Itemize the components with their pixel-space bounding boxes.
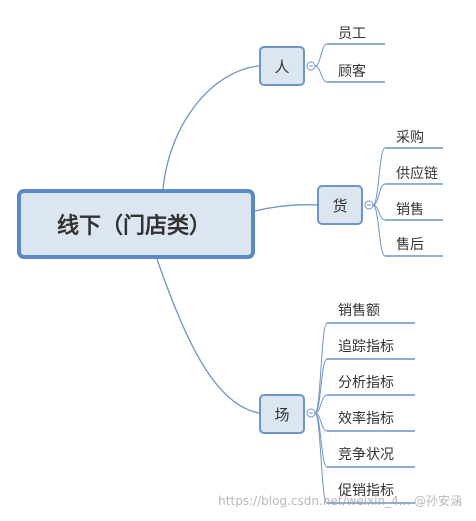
branch-people-1 bbox=[314, 65, 328, 83]
root-node[interactable]: 线下（门店类） bbox=[17, 189, 255, 259]
leaf-place-sales-amount[interactable]: 销售额 bbox=[338, 303, 380, 319]
branch-people-0 bbox=[314, 43, 328, 67]
leaf-people-employee[interactable]: 员工 bbox=[338, 26, 366, 42]
leaf-place-tracking-metrics[interactable]: 追踪指标 bbox=[338, 339, 394, 355]
leaf-place-efficiency-metrics[interactable]: 效率指标 bbox=[338, 411, 394, 427]
connector-root-people bbox=[162, 65, 260, 190]
leaf-place-competition[interactable]: 竞争状况 bbox=[338, 447, 394, 463]
node-people-label: 人 bbox=[274, 57, 290, 76]
node-place-label: 场 bbox=[274, 405, 290, 424]
leaf-goods-supply-chain[interactable]: 供应链 bbox=[396, 166, 438, 182]
branch-goods-1 bbox=[372, 183, 386, 206]
leaf-goods-purchase[interactable]: 采购 bbox=[396, 130, 424, 146]
branch-place-0 bbox=[314, 322, 328, 414]
branch-place-1 bbox=[314, 358, 328, 414]
node-place[interactable]: 场 bbox=[259, 394, 305, 434]
leaf-people-customer[interactable]: 顾客 bbox=[338, 64, 366, 80]
connector-root-goods bbox=[254, 204, 318, 212]
node-goods-label: 货 bbox=[332, 196, 348, 215]
branch-place-2 bbox=[314, 394, 328, 414]
root-label: 线下（门店类） bbox=[57, 214, 212, 239]
node-goods[interactable]: 货 bbox=[317, 185, 363, 225]
branch-goods-3 bbox=[372, 204, 386, 257]
branch-goods-0 bbox=[372, 147, 386, 206]
leaf-goods-sales[interactable]: 销售 bbox=[396, 202, 424, 218]
connector-root-place bbox=[156, 258, 260, 414]
node-people[interactable]: 人 bbox=[259, 46, 305, 86]
branch-lines bbox=[306, 43, 443, 504]
branch-place-5 bbox=[314, 412, 328, 504]
leaf-place-promotion-metrics[interactable]: 促销指标 bbox=[338, 483, 394, 499]
watermark: https://blog.csdn.net/weixin_4... @孙安涵 bbox=[218, 494, 462, 508]
leaf-place-analysis-metrics[interactable]: 分析指标 bbox=[338, 375, 394, 391]
leaf-goods-after-sales[interactable]: 售后 bbox=[396, 237, 424, 253]
